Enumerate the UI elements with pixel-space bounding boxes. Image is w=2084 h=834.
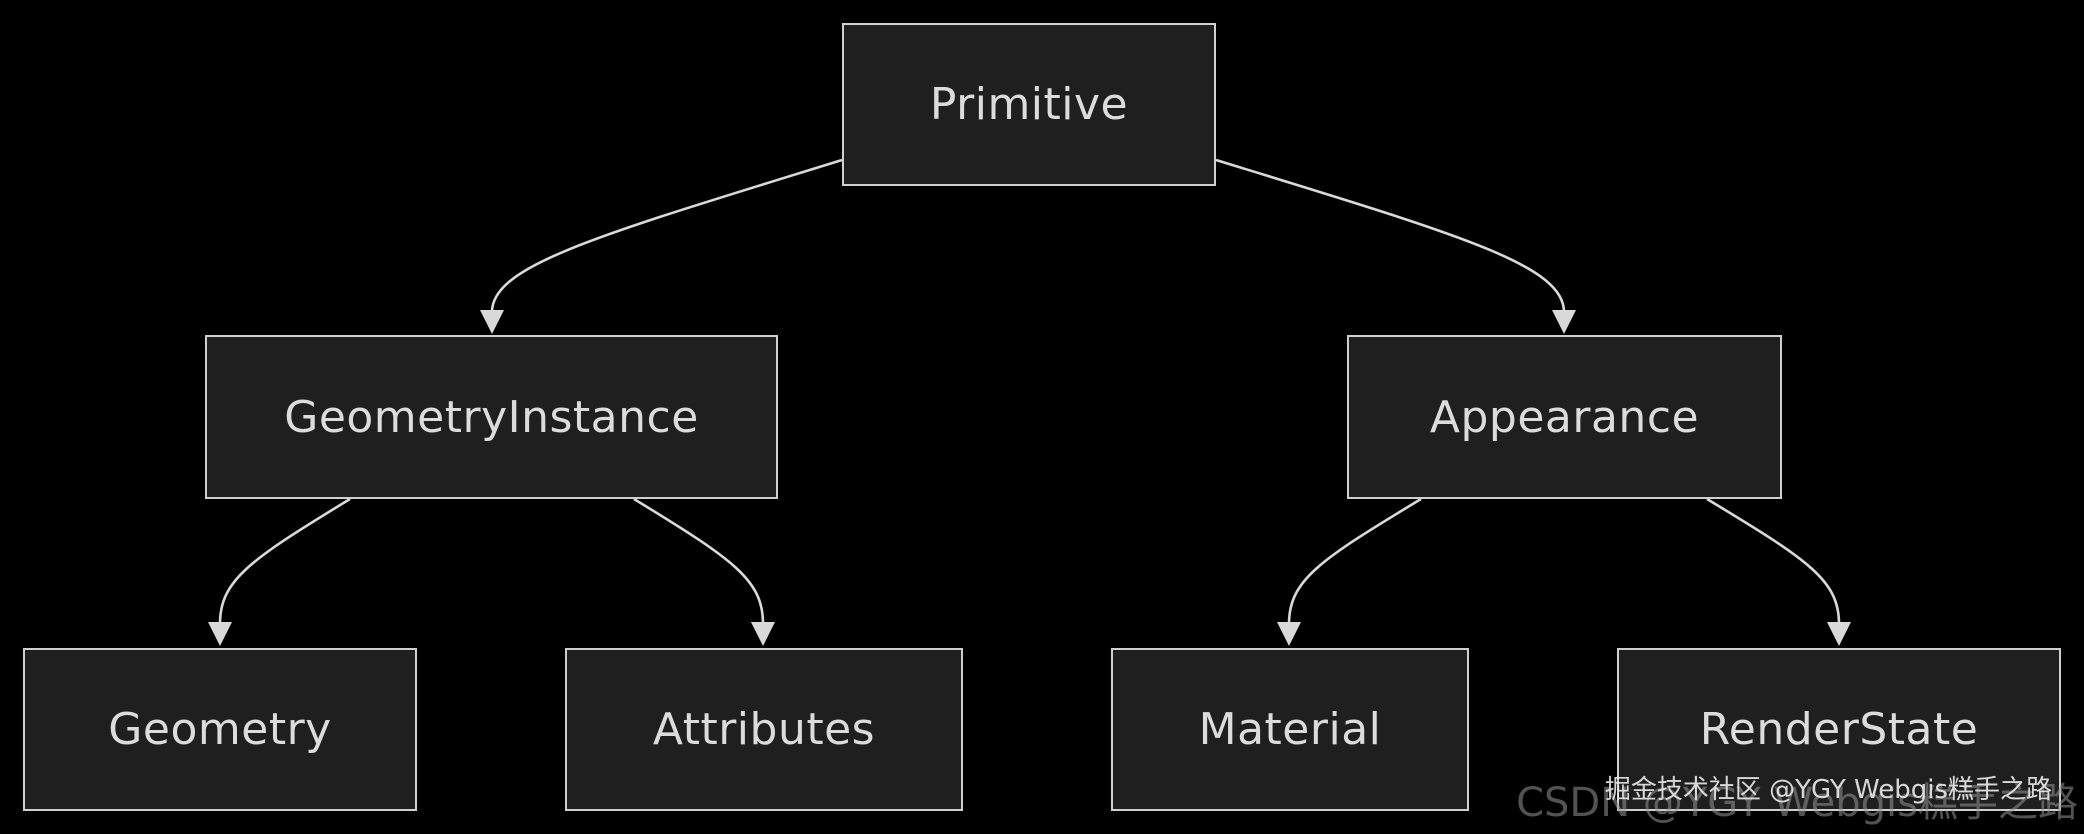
arrowhead-appearance [1552, 310, 1576, 334]
node-appearance-label: Appearance [1429, 391, 1700, 443]
node-geometry-label: Geometry [108, 704, 332, 755]
edge-geometryinstance-geometry [218, 497, 351, 625]
node-primitive-label: Primitive [929, 79, 1129, 130]
watermark-csdn-text: CSDN @YGY Webgis糕手之路 [1516, 780, 2078, 826]
node-renderstate: RenderState [1617, 648, 2061, 811]
node-attributes-label: Attributes [652, 704, 876, 755]
watermark-juejin-text: 掘金技术社区 @YGY Webgis糕手之路 [1604, 775, 2052, 805]
node-geometryinstance: GeometryInstance [205, 335, 778, 499]
node-material-label: Material [1198, 704, 1382, 755]
edge-primitive-appearance [1215, 158, 1566, 313]
node-geometryinstance-label: GeometryInstance [284, 391, 699, 443]
edge-appearance-material [1287, 497, 1422, 625]
node-appearance: Appearance [1347, 335, 1782, 499]
arrowhead-renderstate [1827, 622, 1851, 646]
edge-geometryinstance-attributes [633, 497, 765, 625]
edge-primitive-geometryinstance [490, 158, 843, 313]
arrowhead-geometry [208, 622, 232, 646]
node-material: Material [1111, 648, 1469, 811]
node-renderstate-label: RenderState [1699, 704, 1979, 755]
node-attributes: Attributes [565, 648, 963, 811]
arrowhead-material [1277, 622, 1301, 646]
watermark: CSDN @YGY Webgis糕手之路 掘金技术社区 @YGY Webgis糕… [1516, 768, 2078, 828]
arrowhead-attributes [751, 622, 775, 646]
node-geometry: Geometry [23, 648, 417, 811]
edge-appearance-renderstate [1706, 497, 1841, 625]
node-primitive: Primitive [842, 23, 1216, 186]
arrowhead-geometryinstance [480, 310, 504, 334]
